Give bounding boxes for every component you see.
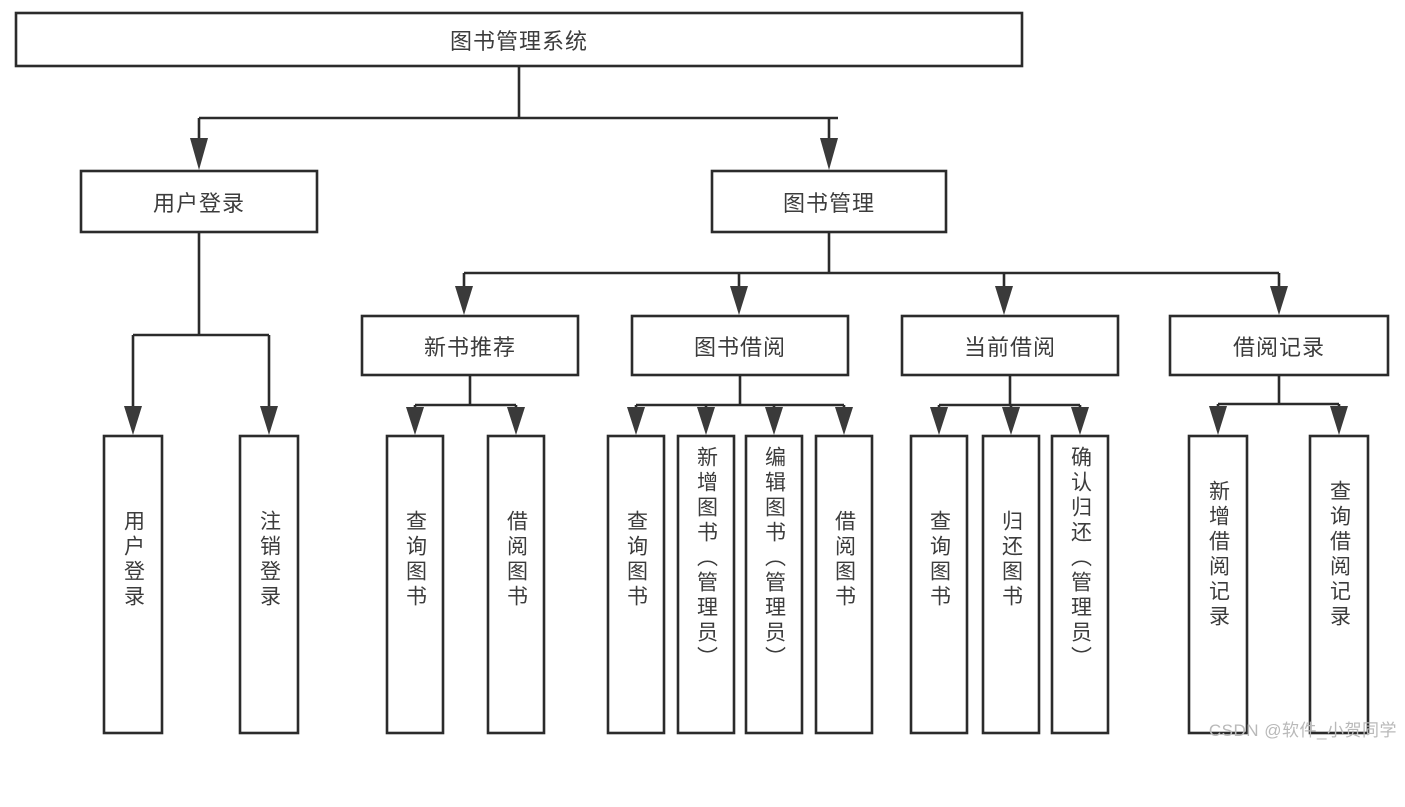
- node-box-leaf-add-record[interactable]: [1187, 434, 1249, 735]
- arrow-head-leaf-edit-book: [765, 407, 783, 435]
- node-box-book-manage[interactable]: [710, 169, 948, 234]
- connector-group-borrow-record-to-leaves: [1209, 375, 1348, 435]
- arrow-head-leaf-query-book-3: [930, 407, 948, 435]
- arrow-head-leaf-return-book: [1002, 407, 1020, 435]
- connector-group-current-borrow-to-leaves: [930, 375, 1089, 435]
- node-box-leaf-query-book-3[interactable]: [909, 434, 969, 735]
- connector-group-book-borrow-to-leaves: [627, 375, 853, 435]
- flowchart-canvas: 图书管理系统 用户登录 图书管理 新书推荐 图书借阅 当前借阅 借阅记录 用户登…: [14, 11, 1397, 740]
- arrow-head-user-login: [190, 138, 208, 170]
- arrow-head-leaf-query-book-1: [406, 407, 424, 435]
- arrow-head-book-borrow: [730, 286, 748, 315]
- connector-group-new-book-rec-to-leaves: [406, 375, 525, 435]
- connector-group-user-login-to-leaves: [124, 232, 278, 435]
- node-box-leaf-borrow-book-2[interactable]: [814, 434, 874, 735]
- node-box-root[interactable]: [14, 11, 1024, 68]
- connector-group-book-manage-to-level3: [455, 232, 1288, 315]
- connector-group-root-to-level2: [190, 66, 838, 170]
- node-box-borrow-record[interactable]: [1168, 314, 1390, 377]
- arrow-head-leaf-confirm-return: [1071, 407, 1089, 435]
- arrow-head-book-manage: [820, 138, 838, 170]
- arrow-head-leaf-borrow-book-1: [507, 407, 525, 435]
- node-box-leaf-borrow-book-1[interactable]: [486, 434, 546, 735]
- node-box-leaf-add-book[interactable]: [676, 434, 736, 735]
- arrow-head-leaf-user-login: [124, 406, 142, 435]
- node-box-leaf-query-book-2[interactable]: [606, 434, 666, 735]
- node-box-leaf-query-book-1[interactable]: [385, 434, 445, 735]
- arrow-head-leaf-logout: [260, 406, 278, 435]
- arrow-head-new-book-rec: [455, 286, 473, 315]
- arrow-head-leaf-query-record: [1330, 406, 1348, 435]
- flowchart-svg: [14, 11, 1390, 735]
- node-box-leaf-logout[interactable]: [238, 434, 300, 735]
- node-box-leaf-query-record[interactable]: [1308, 434, 1370, 735]
- arrow-head-leaf-add-record: [1209, 406, 1227, 435]
- watermark-text: CSDN @软件_小贺同学: [1208, 721, 1397, 740]
- arrow-head-leaf-query-book-2: [627, 407, 645, 435]
- node-box-book-borrow[interactable]: [630, 314, 850, 377]
- node-box-leaf-return-book[interactable]: [981, 434, 1041, 735]
- arrow-head-current-borrow: [995, 286, 1013, 315]
- node-box-leaf-confirm-return[interactable]: [1050, 434, 1110, 735]
- arrow-head-leaf-add-book: [697, 407, 715, 435]
- node-box-leaf-user-login[interactable]: [102, 434, 164, 735]
- arrow-head-borrow-record: [1270, 286, 1288, 315]
- node-box-user-login[interactable]: [79, 169, 319, 234]
- node-box-new-book-rec[interactable]: [360, 314, 580, 377]
- arrow-head-leaf-borrow-book-2: [835, 407, 853, 435]
- node-box-current-borrow[interactable]: [900, 314, 1120, 377]
- node-box-leaf-edit-book[interactable]: [744, 434, 804, 735]
